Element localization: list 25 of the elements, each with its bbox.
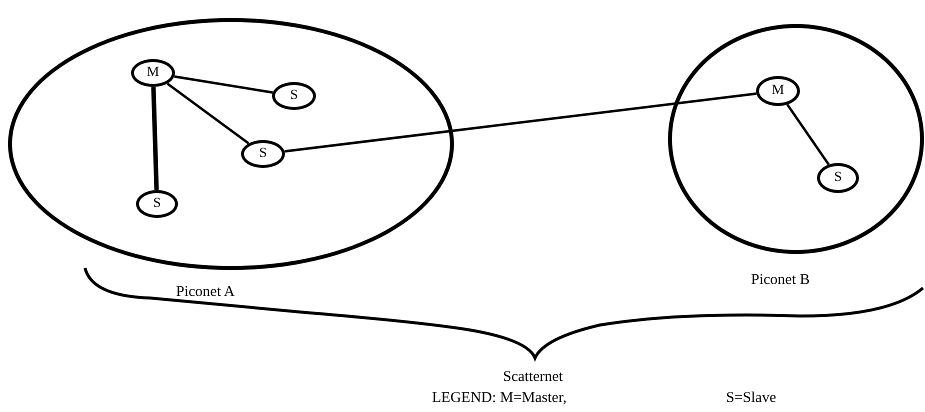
device-circle [136, 190, 178, 218]
piconet-ellipse [668, 24, 924, 254]
link-line [786, 104, 830, 166]
network-label: Piconet A [176, 285, 235, 300]
device-circle [756, 76, 800, 106]
node-label: S [290, 89, 298, 103]
legend-entry: M=Master, [500, 391, 567, 406]
device-circle [817, 163, 859, 193]
network-label: Piconet B [751, 273, 810, 288]
device-circle [131, 59, 175, 87]
node-label: S [834, 171, 842, 185]
legend-heading: LEGEND: [432, 391, 496, 406]
legend-entry: S=Slave [726, 391, 776, 406]
node-label: M [146, 66, 160, 80]
device-circle [241, 140, 285, 168]
link-line [151, 86, 159, 190]
node-label: S [259, 147, 267, 161]
link-line [166, 82, 250, 144]
node-label: S [153, 197, 161, 211]
network-label: Scatternet [503, 370, 563, 385]
piconet-ellipse [8, 18, 454, 270]
device-circle [272, 82, 316, 110]
link-line [174, 75, 273, 94]
link-line [284, 92, 756, 153]
node-label: M [772, 84, 784, 98]
